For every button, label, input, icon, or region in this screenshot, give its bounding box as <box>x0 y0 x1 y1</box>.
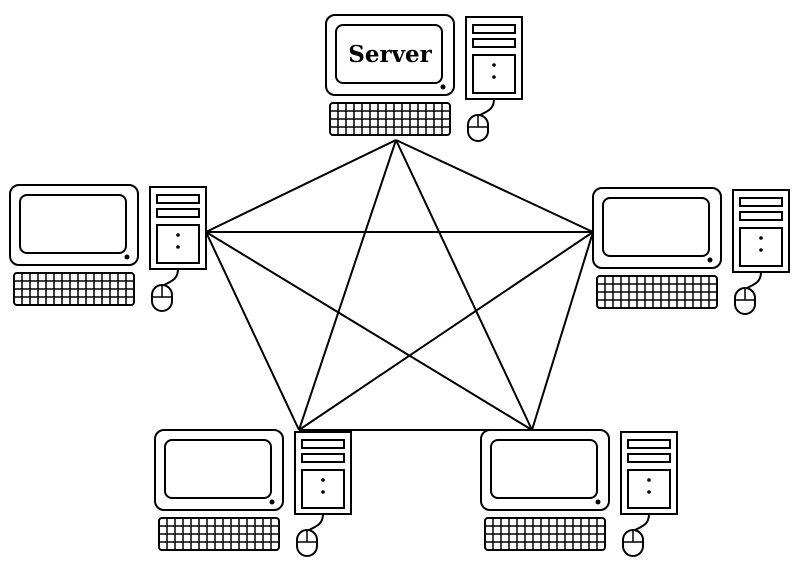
monitor-icon <box>154 429 284 511</box>
tower-icon <box>620 431 678 515</box>
mouse-icon <box>151 268 179 312</box>
monitor-icon <box>325 14 455 96</box>
link-pc-left-to-pc-bottom-right <box>205 231 533 431</box>
tower-icon <box>465 16 523 100</box>
mouse-icon <box>296 513 324 557</box>
monitor-icon <box>592 187 722 269</box>
link-server-to-pc-bottom-left <box>298 139 397 431</box>
computer-pc-bottom-right <box>480 429 678 557</box>
link-server-to-pc-bottom-right <box>395 139 533 431</box>
computer-pc-bottom-left <box>154 429 352 557</box>
link-pc-right-to-pc-bottom-right <box>531 231 594 431</box>
computer-pc-left <box>9 184 207 312</box>
keyboard-icon <box>158 517 280 551</box>
computer-pc-right <box>592 187 790 315</box>
mouse-icon <box>622 513 650 557</box>
link-pc-right-to-pc-bottom-left <box>298 231 594 431</box>
keyboard-icon <box>484 517 606 551</box>
keyboard-icon <box>596 275 718 309</box>
node-label-server: Server <box>348 41 432 68</box>
tower-icon <box>294 431 352 515</box>
link-pc-left-to-pc-bottom-left <box>205 231 300 431</box>
tower-icon <box>149 186 207 270</box>
network-nodes: Server <box>9 14 790 557</box>
mouse-icon <box>734 271 762 315</box>
keyboard-icon <box>329 102 451 136</box>
keyboard-icon <box>13 272 135 306</box>
monitor-icon <box>480 429 610 511</box>
mouse-icon <box>467 98 495 142</box>
tower-icon <box>732 189 790 273</box>
monitor-icon <box>9 184 139 266</box>
link-server-to-pc-right <box>395 139 594 233</box>
network-links <box>205 139 594 431</box>
link-server-to-pc-left <box>205 139 397 233</box>
computer-server: Server <box>325 14 523 142</box>
